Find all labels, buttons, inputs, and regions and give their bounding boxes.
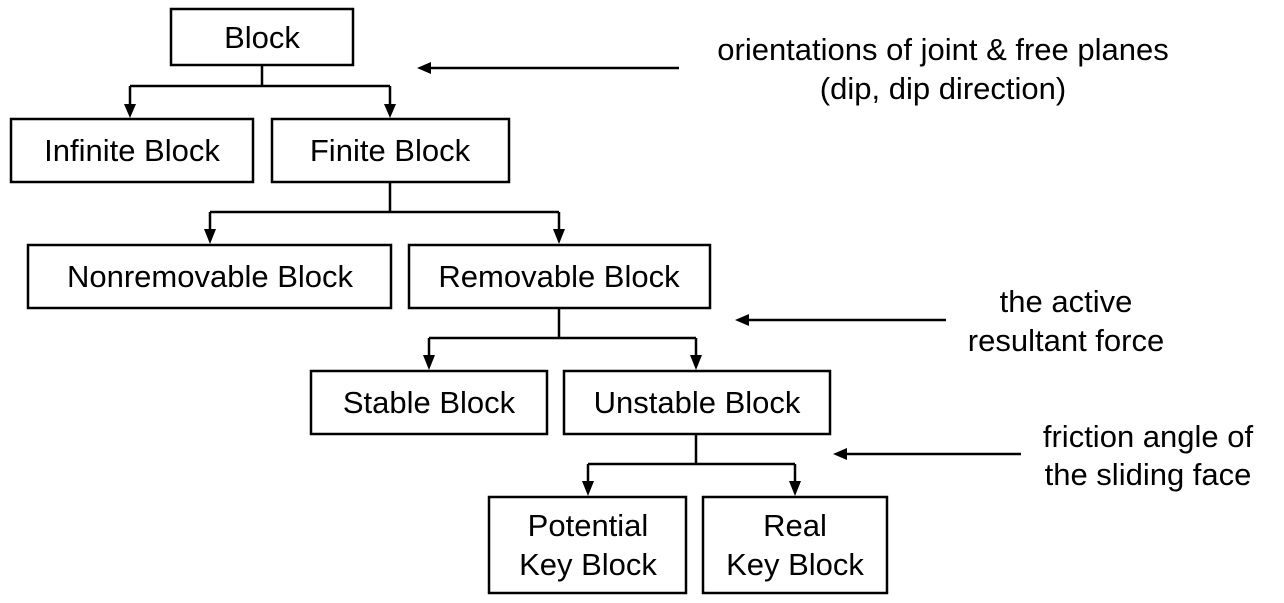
arrowhead-finite-block: [384, 104, 396, 118]
connector-block-children: [128, 65, 392, 106]
arrowhead-nonremovable-block: [204, 229, 216, 244]
connector-finite-children: [208, 183, 561, 231]
node-nonremovable-block-label: Nonremovable Block: [67, 259, 354, 294]
node-unstable-block: Unstable Block: [562, 369, 832, 436]
node-potential-key-block: Potential Key Block: [487, 495, 688, 595]
annotation-resultant-force-line-2: resultant force: [968, 323, 1164, 358]
node-stable-block-label: Stable Block: [343, 385, 516, 420]
connectors: [124, 62, 1021, 496]
arrowhead-removable-block: [553, 229, 565, 244]
annotation-orientations: orientations of joint & free planes (dip…: [717, 32, 1169, 106]
node-potential-key-block-label-line-1: Potential: [528, 508, 649, 543]
annotation-orientations-line-1: orientations of joint & free planes: [717, 32, 1169, 67]
arrowhead-infinite-block: [124, 104, 136, 118]
annotation-friction-angle: friction angle of the sliding face: [1043, 419, 1254, 492]
node-real-key-block-label-line-2: Key Block: [726, 547, 864, 582]
node-removable-block-label: Removable Block: [438, 259, 680, 294]
node-infinite-block: Infinite Block: [9, 117, 255, 184]
node-potential-key-block-label-line-2: Key Block: [519, 547, 657, 582]
arrowhead-potential-key-block: [582, 481, 594, 496]
node-stable-block: Stable Block: [309, 369, 549, 436]
arrowhead-real-key-block: [789, 481, 801, 496]
connector-unstable-children: [586, 435, 797, 483]
annotation-friction-angle-line-1: friction angle of: [1043, 419, 1254, 454]
node-finite-block: Finite Block: [270, 117, 511, 184]
node-nonremovable-block: Nonremovable Block: [26, 243, 393, 310]
node-real-key-block: Real Key Block: [701, 495, 889, 595]
arrowhead-orientations: [417, 62, 431, 74]
node-infinite-block-label: Infinite Block: [44, 133, 220, 168]
arrowhead-resultant-force: [735, 314, 749, 326]
arrowhead-stable-block: [423, 355, 435, 370]
annotation-orientations-line-2: (dip, dip direction): [820, 71, 1066, 106]
annotation-friction-angle-line-2: the sliding face: [1045, 457, 1252, 492]
node-block: Block: [169, 7, 355, 67]
arrowhead-unstable-block: [690, 355, 702, 370]
node-unstable-block-label: Unstable Block: [594, 385, 801, 420]
arrowhead-friction-angle: [833, 448, 847, 460]
node-block-label: Block: [224, 20, 300, 55]
node-real-key-block-label-line-1: Real: [763, 508, 827, 543]
annotation-resultant-force-line-1: the active: [1000, 284, 1133, 319]
node-removable-block: Removable Block: [407, 243, 712, 310]
node-finite-block-label: Finite Block: [310, 133, 471, 168]
annotation-resultant-force: the active resultant force: [968, 284, 1164, 358]
connector-removable-children: [427, 308, 698, 357]
